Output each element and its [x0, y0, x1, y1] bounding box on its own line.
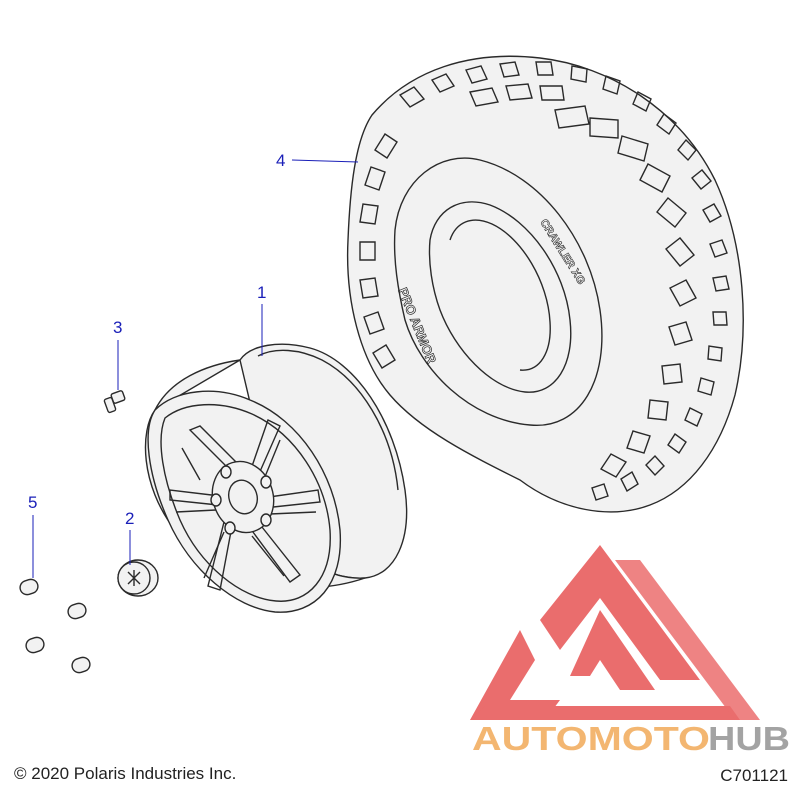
rim-spokes [169, 419, 321, 591]
wheel-rim [144, 343, 408, 613]
lug-nut [25, 636, 45, 654]
watermark-logo: AUTOMOTO HUB [470, 545, 790, 757]
tire: PRO ARMOR CRAWLER XG [346, 55, 744, 513]
callout-3: 3 [113, 318, 122, 390]
watermark-text-gray: HUB [708, 720, 790, 757]
valve-stem [103, 390, 126, 414]
copyright-text: © 2020 Polaris Industries Inc. [14, 764, 237, 783]
lug-nuts [19, 578, 91, 674]
tire-bead-opening [428, 201, 572, 393]
callout-5: 5 [28, 493, 37, 578]
watermark-text-orange: AUTOMOTO [472, 720, 710, 757]
callout-1: 1 [257, 283, 266, 356]
callout-2: 2 [125, 509, 134, 565]
drawing-code: C701121 [720, 766, 788, 785]
lug-nut [67, 602, 87, 620]
lug-nut [19, 578, 39, 596]
callout-label: 2 [125, 509, 134, 528]
callout-label: 3 [113, 318, 122, 337]
lug-nut [71, 656, 91, 674]
callout-label: 1 [257, 283, 266, 302]
callout-label: 5 [28, 493, 37, 512]
center-cap [117, 559, 159, 597]
callout-4: 4 [276, 151, 359, 170]
tread-blocks [359, 61, 730, 501]
logo-triangle-mark [470, 545, 700, 720]
callout-label: 4 [276, 151, 285, 170]
